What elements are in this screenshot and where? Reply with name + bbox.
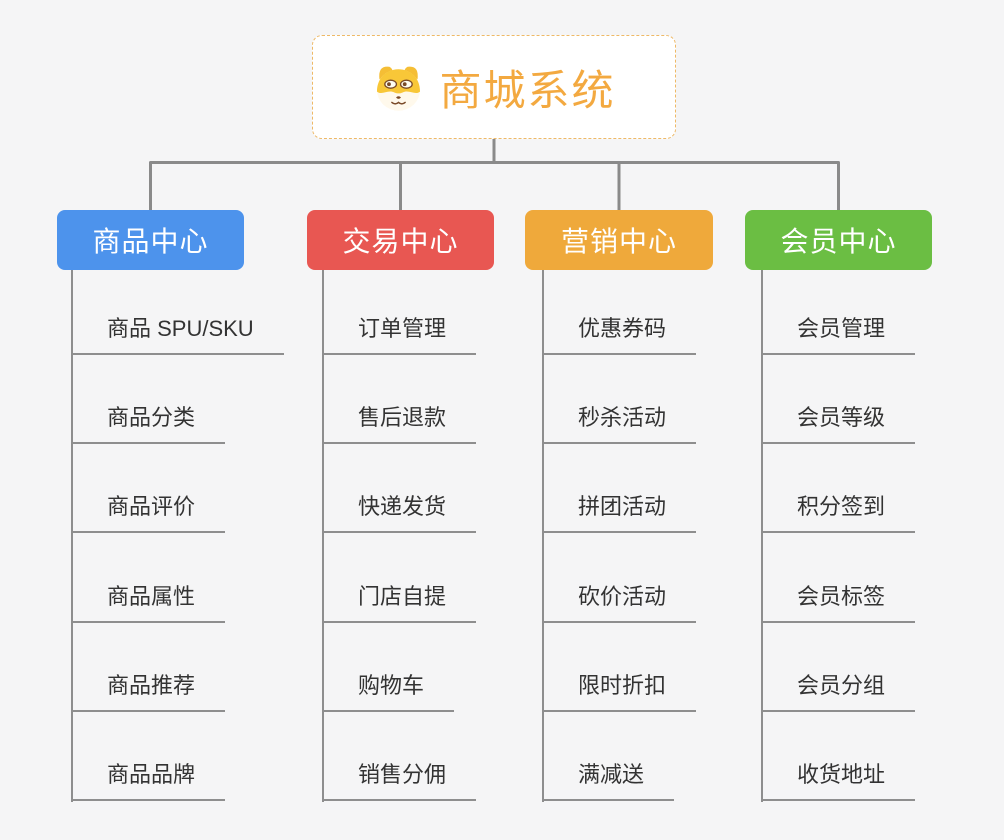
leaf-node[interactable]: 拼团活动 xyxy=(542,489,697,533)
leaf-node[interactable]: 会员等级 xyxy=(761,400,916,444)
leaf-node[interactable]: 积分签到 xyxy=(761,489,916,533)
leaf-node[interactable]: 会员分组 xyxy=(761,668,916,712)
leaf-node[interactable]: 购物车 xyxy=(322,668,455,712)
leaf-node[interactable]: 秒杀活动 xyxy=(542,400,697,444)
root-label: 商城系统 xyxy=(439,66,616,114)
leaf-node[interactable]: 优惠券码 xyxy=(542,311,697,355)
trunk-line xyxy=(542,270,544,802)
branch-children-product-center: 商品 SPU/SKU 商品分类 商品评价 商品属性 商品推荐 商品品牌 xyxy=(71,270,331,815)
leaf-node[interactable]: 售后退款 xyxy=(322,400,477,444)
branch-label: 会员中心 xyxy=(780,226,897,257)
leaf-node[interactable]: 满减送 xyxy=(542,757,675,801)
leaf-node[interactable]: 砍价活动 xyxy=(542,579,697,623)
branch-children-trade-center: 订单管理 售后退款 快递发货 门店自提 购物车 销售分佣 xyxy=(322,270,582,815)
leaf-node[interactable]: 商品 SPU/SKU xyxy=(71,311,284,355)
leaf-node[interactable]: 限时折扣 xyxy=(542,668,697,712)
branch-children-member-center: 会员管理 会员等级 积分签到 会员标签 会员分组 收货地址 xyxy=(761,270,1004,815)
branch-label: 商品中心 xyxy=(92,226,209,257)
leaf-node[interactable]: 会员标签 xyxy=(761,579,916,623)
leaf-node[interactable]: 门店自提 xyxy=(322,579,477,623)
branch-node-marketing-center[interactable]: 营销中心 xyxy=(525,210,713,270)
trunk-line xyxy=(71,270,73,802)
leaf-node[interactable]: 收货地址 xyxy=(761,757,916,801)
branch-node-product-center[interactable]: 商品中心 xyxy=(57,210,244,270)
doge-face-icon xyxy=(377,66,421,111)
branch-label: 营销中心 xyxy=(560,226,677,257)
leaf-node[interactable]: 销售分佣 xyxy=(322,757,477,801)
trunk-line xyxy=(322,270,324,802)
trunk-line xyxy=(761,270,763,802)
branch-label: 交易中心 xyxy=(342,226,459,257)
leaf-node[interactable]: 商品属性 xyxy=(71,579,226,623)
leaf-node[interactable]: 会员管理 xyxy=(761,311,916,355)
leaf-node[interactable]: 订单管理 xyxy=(322,311,477,355)
root-node[interactable]: 商城系统 xyxy=(312,35,676,139)
leaf-node[interactable]: 商品分类 xyxy=(71,400,226,444)
branch-node-trade-center[interactable]: 交易中心 xyxy=(307,210,494,270)
leaf-node[interactable]: 快递发货 xyxy=(322,489,477,533)
leaf-node[interactable]: 商品推荐 xyxy=(71,668,226,712)
leaf-node[interactable]: 商品评价 xyxy=(71,489,226,533)
branch-children-marketing-center: 优惠券码 秒杀活动 拼团活动 砍价活动 限时折扣 满减送 xyxy=(542,270,802,815)
branch-node-member-center[interactable]: 会员中心 xyxy=(745,210,932,270)
leaf-node[interactable]: 商品品牌 xyxy=(71,757,226,801)
